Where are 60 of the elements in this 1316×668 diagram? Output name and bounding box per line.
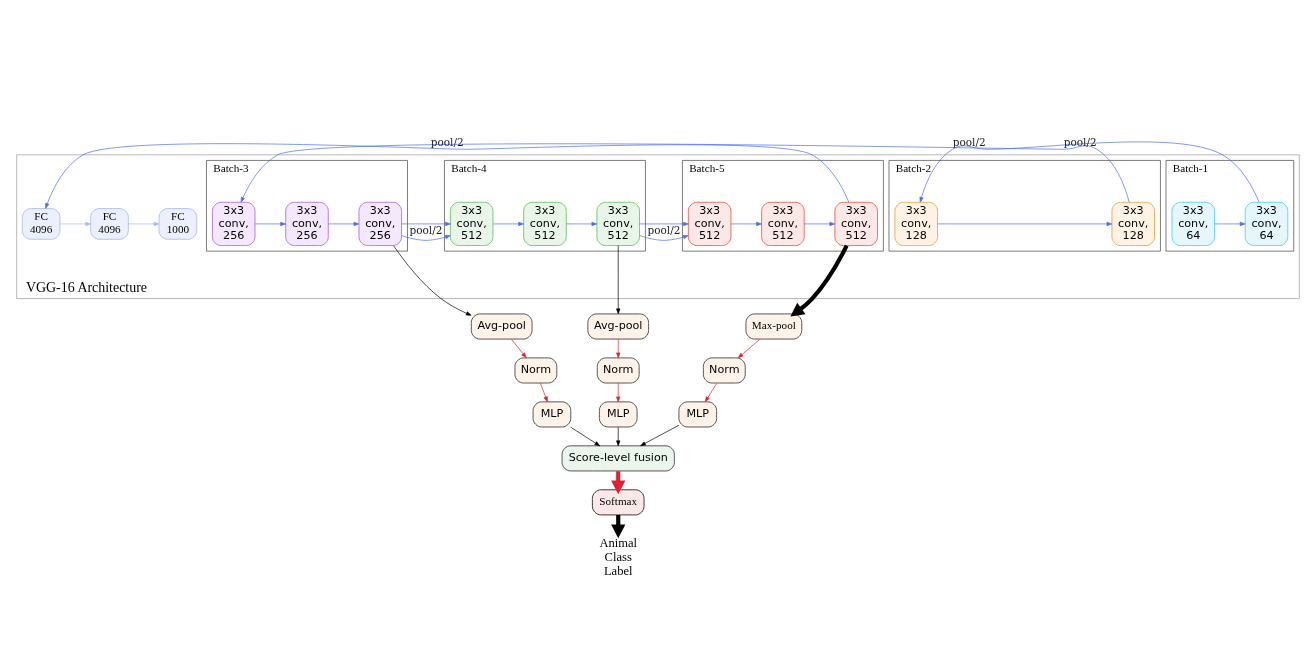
node-box: Avg-pool	[470, 313, 533, 340]
arrow	[566, 221, 598, 226]
node-box: 3x3 conv, 256	[212, 201, 256, 246]
arrow	[639, 221, 689, 241]
edge-label: pool/2	[952, 135, 986, 148]
arrow	[45, 143, 850, 209]
arrow	[804, 221, 836, 226]
node-box: MLP	[598, 401, 638, 428]
arrow	[401, 221, 451, 241]
node-box: 3x3 conv, 512	[834, 201, 878, 246]
arrow	[128, 221, 160, 226]
node-box: Softmax	[592, 489, 645, 516]
node-box: Norm	[514, 357, 558, 384]
arrow	[616, 382, 621, 403]
edge-label: pool/2	[409, 224, 443, 237]
arrow	[511, 338, 527, 359]
arrow	[254, 221, 286, 226]
node-box: 3x3 conv, 512	[449, 201, 494, 246]
arrow	[640, 424, 680, 447]
edge-label: pool/2	[647, 224, 681, 237]
node-box: FC 4096	[90, 208, 129, 240]
arrow	[59, 221, 91, 226]
node-box: Norm	[702, 357, 746, 384]
arrow	[616, 426, 621, 447]
node-box: MLP	[532, 401, 572, 428]
arrow	[704, 382, 718, 403]
arrow	[1214, 221, 1246, 226]
node-box: MLP	[678, 401, 718, 428]
arrow	[919, 141, 1260, 203]
arrow	[240, 143, 1130, 203]
arrow	[328, 221, 360, 226]
node-box: FC 1000	[158, 208, 198, 240]
node-box: 3x3 conv, 128	[1111, 201, 1155, 246]
arrow	[937, 221, 1113, 226]
arrow	[616, 338, 621, 359]
node-box: 3x3 conv, 512	[523, 201, 567, 246]
node-box: Norm	[596, 357, 640, 384]
arrow	[730, 221, 762, 226]
edge-label: pool/2	[1063, 135, 1097, 148]
arrow	[790, 244, 849, 317]
arrow	[492, 221, 524, 226]
node-box: 3x3 conv, 64	[1171, 201, 1215, 246]
arrow	[737, 338, 761, 359]
arrow	[393, 245, 472, 316]
node-box: 3x3 conv, 128	[894, 201, 938, 246]
node-box: 3x3 conv, 256	[285, 201, 329, 246]
node-box: 3x3 conv, 512	[761, 201, 805, 246]
node-box: FC 4096	[21, 208, 61, 240]
node-box: 3x3 conv, 256	[358, 201, 402, 246]
node-box: Max-pool	[745, 313, 803, 340]
node-text: Animal Class Label	[599, 535, 638, 578]
node-box: Avg-pool	[587, 313, 649, 340]
node-box: 3x3 conv, 512	[687, 201, 732, 246]
arrow	[616, 245, 621, 315]
node-box: 3x3 conv, 512	[596, 201, 640, 246]
node-box: Score-level fusion	[561, 445, 675, 472]
arrow	[570, 426, 601, 447]
edge-label: pool/2	[430, 135, 464, 148]
arrow	[540, 382, 548, 403]
node-box: 3x3 conv, 64	[1244, 201, 1289, 246]
